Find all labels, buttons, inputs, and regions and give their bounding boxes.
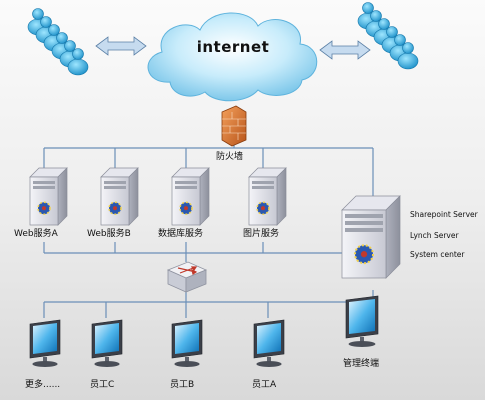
firewall-icon [221, 105, 247, 147]
monitor-icon [29, 319, 61, 367]
connection-lines [43, 108, 374, 318]
servers [29, 167, 401, 279]
server-label-database: 数据库服务 [158, 229, 204, 239]
monitor-icon [345, 295, 379, 347]
double-arrow-right [319, 40, 371, 60]
client-label-employee-a: 员工A [252, 380, 277, 390]
service-lynch: Lynch Server [410, 231, 459, 240]
person-icon [67, 48, 89, 76]
double-arrow-left [95, 36, 147, 56]
service-sharepoint: Sharepoint Server [410, 210, 478, 219]
firewall-label: 防火墙 [216, 152, 244, 162]
service-system-center: System center [410, 250, 465, 259]
monitor-icon [171, 319, 203, 367]
client-terminals [29, 295, 379, 367]
internet-label: internet [196, 38, 270, 56]
server-icon [248, 167, 287, 226]
users-group-left-icon [27, 8, 89, 76]
client-label-employee-c: 员工C [90, 380, 115, 390]
monitor-icon [91, 319, 123, 367]
users-group-right-icon [357, 2, 419, 70]
internet-cloud [147, 12, 318, 102]
client-label-more: 更多...... [25, 380, 61, 390]
person-icon [397, 42, 419, 70]
monitor-icon [253, 319, 285, 367]
server-label-web-b: Web服务B [87, 229, 131, 239]
server-icon [29, 167, 68, 226]
client-label-employee-b: 员工B [170, 380, 195, 390]
server-icon [341, 195, 401, 279]
switch-icon [166, 261, 208, 293]
client-label-admin-terminal: 管理终端 [343, 359, 380, 369]
server-icon [171, 167, 210, 226]
server-label-web-a: Web服务A [14, 229, 58, 239]
server-icon [100, 167, 139, 226]
server-label-image: 图片服务 [243, 229, 280, 239]
